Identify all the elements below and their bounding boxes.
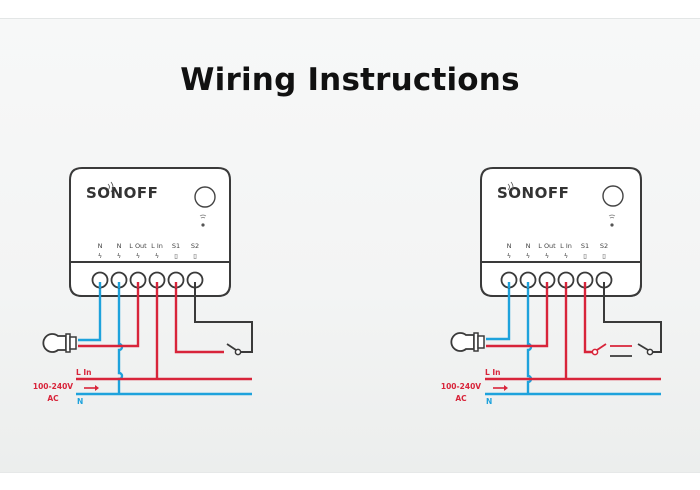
- terminal-label-lout: L Out: [129, 242, 147, 250]
- voltage-label: 100-240V: [441, 382, 481, 391]
- ac-label: AC: [47, 394, 59, 403]
- bolt-icon: ϟ: [526, 252, 530, 260]
- ac-label: AC: [455, 394, 467, 403]
- pairing-button: [602, 185, 624, 207]
- s2-wire: [603, 280, 662, 353]
- bolt-icon: ϟ: [98, 252, 102, 260]
- terminal-label-lout: L Out: [538, 242, 556, 250]
- bolt-icon: ϟ: [545, 252, 549, 260]
- neutral-wire-to-bulb: [78, 280, 102, 342]
- live-supply-label: L In: [76, 368, 92, 377]
- status-led: [610, 223, 614, 227]
- arrow-right-icon: [493, 385, 508, 391]
- s1-wire: [583, 280, 592, 354]
- switch-input-icon: ▯: [174, 252, 178, 260]
- wifi-icon: [199, 214, 207, 219]
- light-bulb-icon: [42, 333, 77, 353]
- voltage-label: 100-240V: [33, 382, 73, 391]
- wireless-signal-icon: [107, 181, 114, 193]
- bolt-icon: ϟ: [507, 252, 511, 260]
- neutral-supply-label: N: [486, 397, 492, 406]
- bolt-icon: ϟ: [117, 252, 121, 260]
- terminal-label-n2: N: [117, 242, 122, 250]
- bolt-icon: ϟ: [136, 252, 140, 260]
- switch-input-icon: ▯: [602, 252, 606, 260]
- neutral-supply-label: N: [77, 397, 83, 406]
- pairing-button: [194, 186, 216, 208]
- live-out-wire: [486, 280, 549, 348]
- light-bulb-icon: [450, 332, 485, 352]
- terminal-label-n1: N: [98, 242, 103, 250]
- live-out-wire: [78, 280, 140, 348]
- terminal-label-s2: S2: [191, 242, 199, 250]
- brand-logo: SONOFF: [497, 184, 569, 202]
- two-way-switch: [591, 343, 654, 357]
- diagram-two-way-switch: SONOFF N N L Out L In S1 S2 ϟ ϟ ϟ ϟ ▯ ▯: [441, 167, 662, 406]
- neutral-wire-to-supply: [117, 280, 124, 394]
- brand-logo: SONOFF: [86, 184, 158, 202]
- terminal-label-s2: S2: [600, 242, 608, 250]
- diagram-single-switch: SONOFF N N L Out L In S1 S2 ϟ ϟ ϟ ϟ ▯ ▯: [33, 167, 253, 406]
- bolt-icon: ϟ: [155, 252, 159, 260]
- sonoff-device: SONOFF N N L Out L In S1 S2 ϟ ϟ ϟ ϟ ▯ ▯: [69, 167, 231, 297]
- s2-wire: [194, 280, 253, 353]
- terminal-label-lin: L In: [560, 242, 572, 250]
- status-led: [201, 223, 205, 227]
- wifi-icon: [608, 214, 616, 219]
- terminal-label-lin: L In: [151, 242, 163, 250]
- switch-input-icon: ▯: [583, 252, 587, 260]
- arrow-right-icon: [84, 385, 99, 391]
- page-title: Wiring Instructions: [180, 62, 520, 98]
- single-pole-switch: [226, 343, 242, 356]
- terminal-label-n2: N: [526, 242, 531, 250]
- s1-wire: [174, 280, 224, 354]
- live-supply-label: L In: [485, 368, 501, 377]
- switch-input-icon: ▯: [193, 252, 197, 260]
- bolt-icon: ϟ: [564, 252, 568, 260]
- neutral-wire-to-supply: [526, 280, 533, 394]
- terminal-label-s1: S1: [581, 242, 589, 250]
- terminal-label-n1: N: [507, 242, 512, 250]
- terminal-label-s1: S1: [172, 242, 180, 250]
- neutral-wire-to-bulb: [486, 280, 511, 341]
- wireless-signal-icon: [507, 181, 514, 193]
